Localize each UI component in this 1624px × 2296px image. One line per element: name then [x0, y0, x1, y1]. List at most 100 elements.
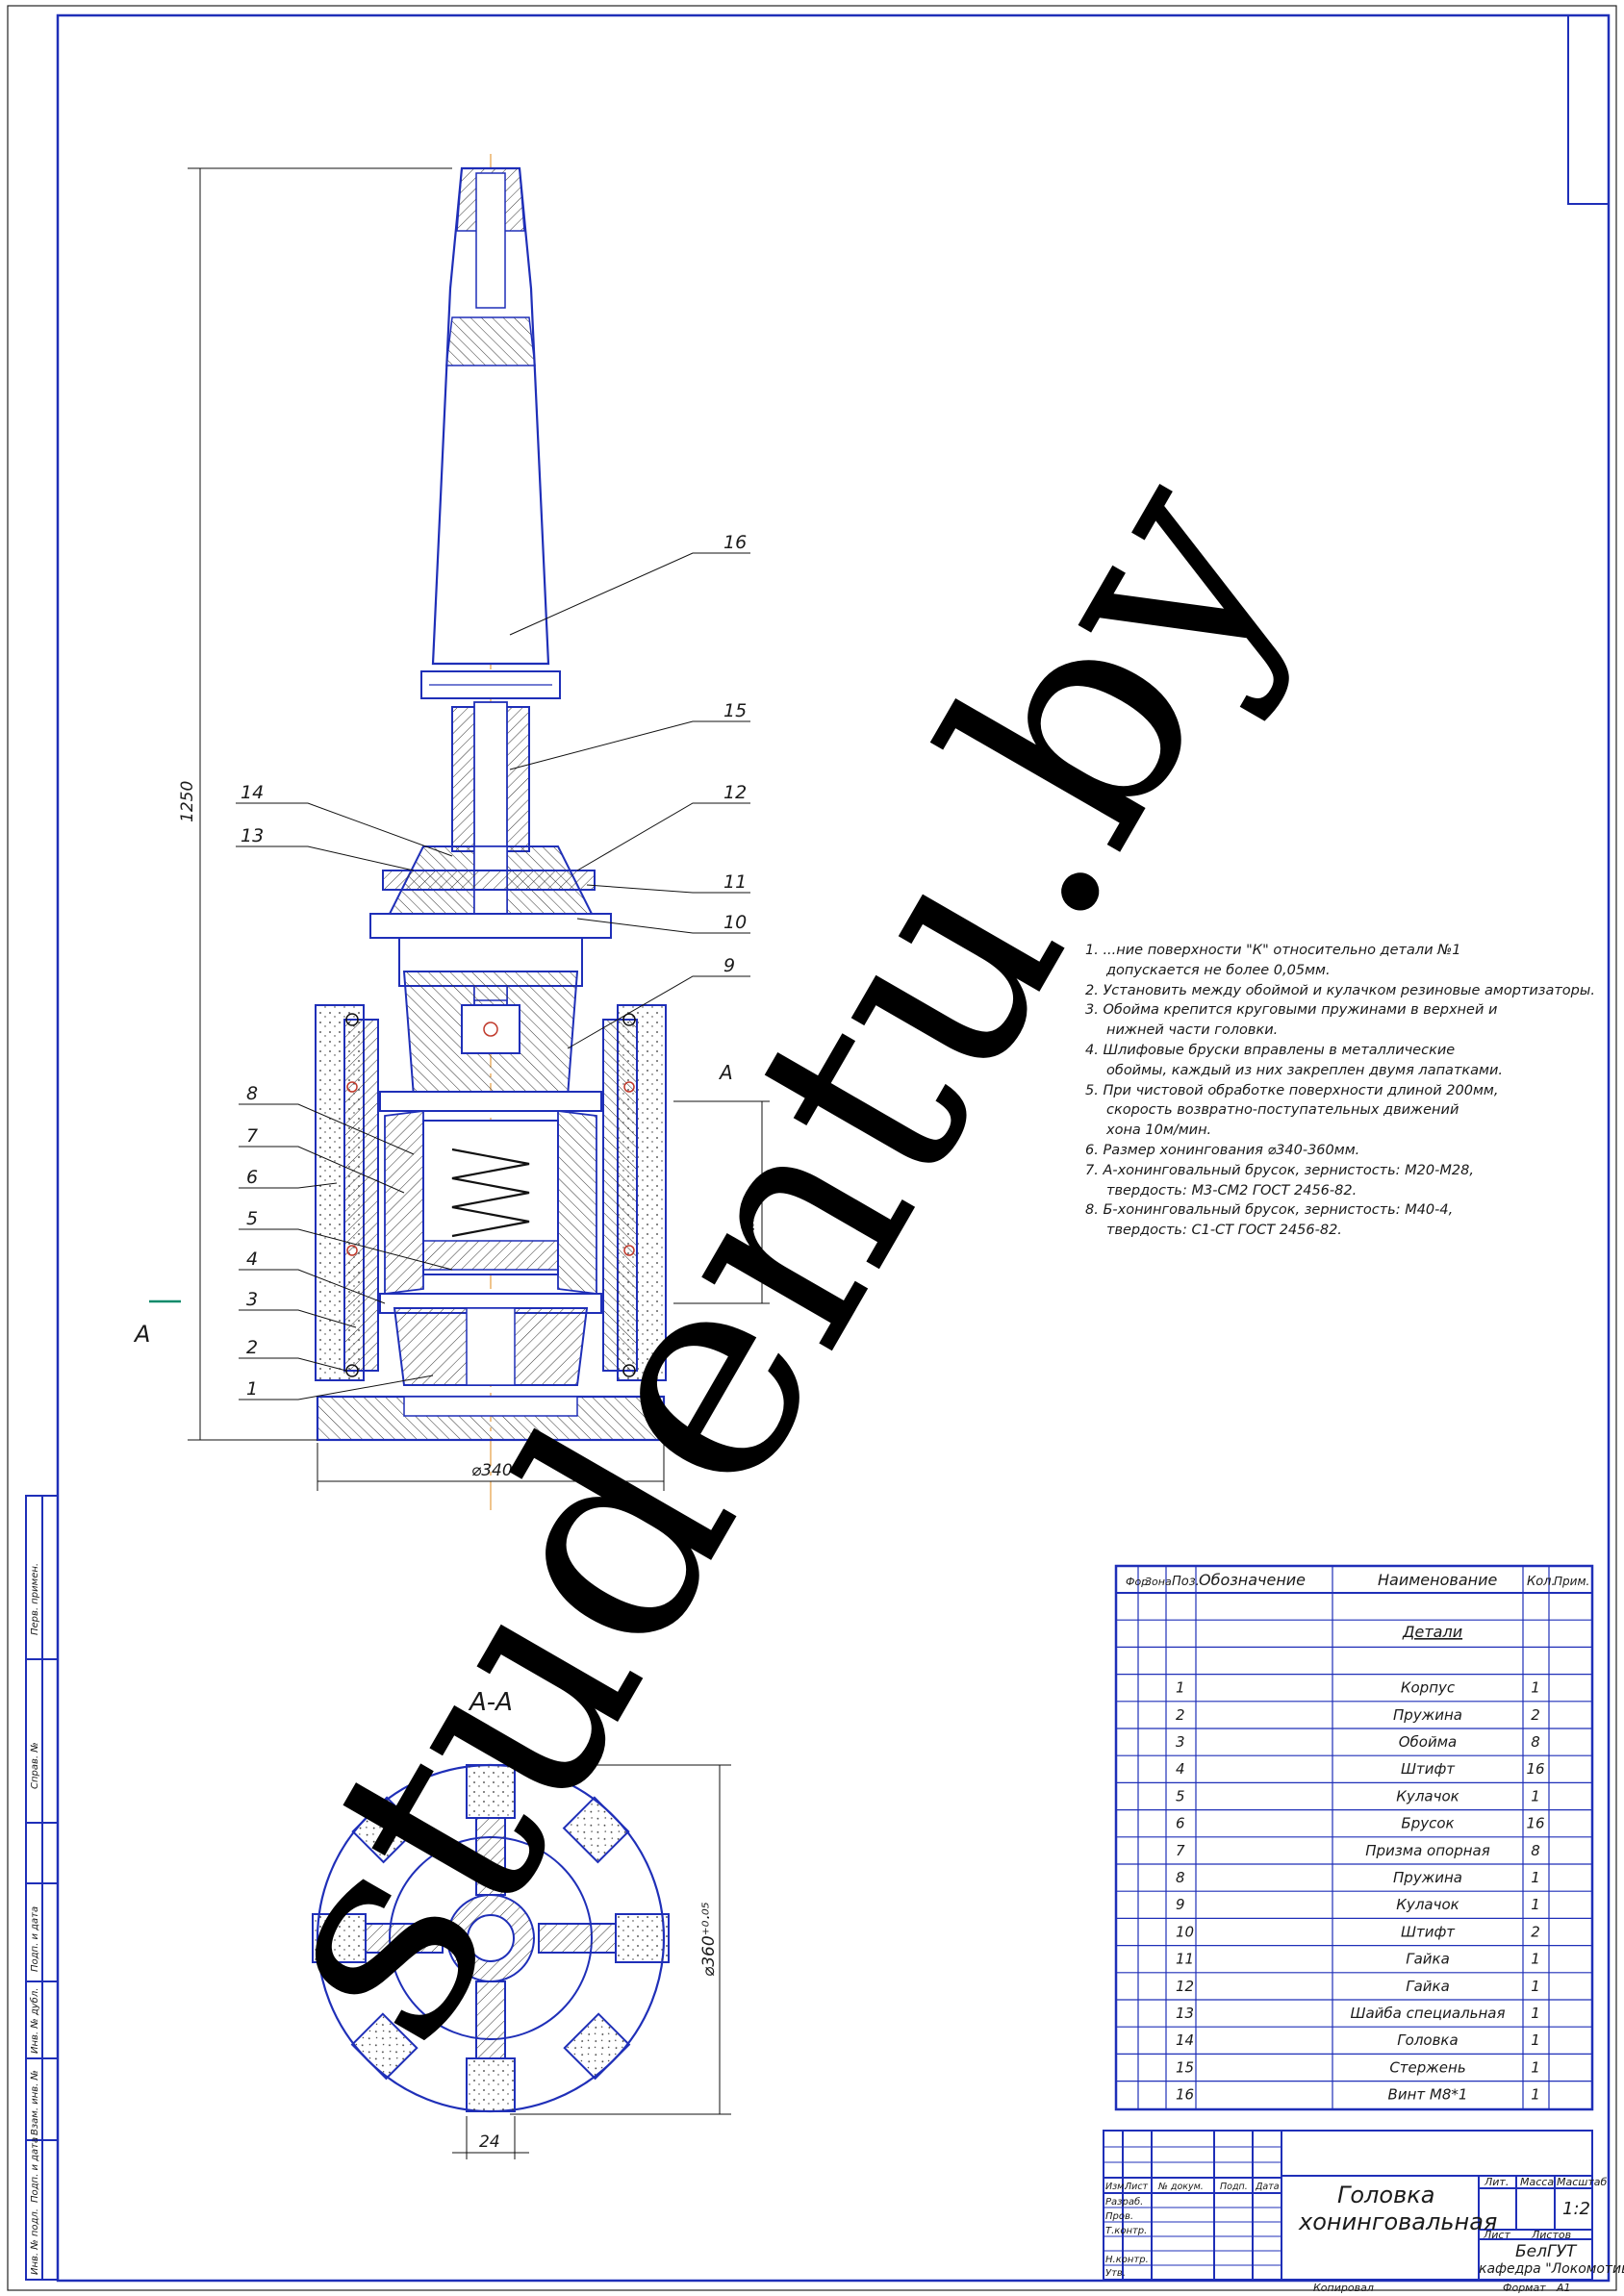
technical-notes: 1. ...ние поверхности "К" относительно д… — [1085, 941, 1595, 1241]
spec-header-name: Наименование — [1378, 1571, 1497, 1589]
spec-row-pos: 8 — [1176, 1869, 1185, 1886]
spec-row-qty: 1 — [1531, 1896, 1540, 1913]
section-mark-left: А — [133, 1321, 150, 1348]
spec-row-name: Штифт — [1401, 1760, 1456, 1778]
tb-list: Лист — [1124, 2182, 1149, 2192]
tb-org-line1: БелГУТ — [1515, 2242, 1578, 2261]
spec-row-qty: 1 — [1531, 1869, 1540, 1886]
spec-row-pos: 16 — [1176, 2086, 1194, 2104]
spec-row-name: Гайка — [1406, 1978, 1450, 1995]
spec-header-format: Фор. — [1126, 1576, 1152, 1588]
spec-row-qty: 2 — [1531, 1706, 1540, 1724]
nut-washer-assembly — [369, 870, 612, 987]
note-line-13: твердость: М3-СМ2 ГОСТ 2456-82. — [1106, 1182, 1358, 1198]
spec-row-pos: 2 — [1176, 1706, 1185, 1724]
side-stamp-column — [25, 1495, 59, 2281]
tb-format-value: А1 — [1556, 2282, 1571, 2294]
spec-row-qty: 8 — [1531, 1842, 1540, 1859]
side-stamp-1: Перв. примен. — [30, 1563, 40, 1635]
spec-row-qty: 1 — [1531, 2005, 1540, 2022]
note-line-8: 5. При чистовой обработке поверхности дл… — [1085, 1082, 1499, 1098]
spec-row-qty: 1 — [1531, 1787, 1540, 1804]
side-stamp-6: Подп. и дата — [30, 2137, 40, 2203]
spec-row-name: Призма опорная — [1365, 1842, 1490, 1859]
tb-masshtab: Масштаб — [1557, 2176, 1607, 2188]
tb-date: Дата — [1255, 2182, 1280, 2192]
callout-4: 4 — [246, 1249, 258, 1270]
tb-listov-label: Листов — [1531, 2229, 1571, 2241]
tb-org-line2: кафедра "Локомотивы" — [1479, 2261, 1624, 2277]
spec-header-qty: Кол. — [1527, 1575, 1556, 1589]
spec-header-pos: Поз. — [1172, 1575, 1200, 1589]
note-line-2: допускается не более 0,05мм. — [1106, 962, 1331, 978]
spec-header-zone: Зона — [1145, 1576, 1172, 1588]
spec-row-name: Стержень — [1389, 2058, 1465, 2076]
spec-row-pos: 12 — [1176, 1978, 1194, 1995]
tb-title-line1: Головка — [1337, 2182, 1434, 2208]
spec-row-pos: 4 — [1176, 1760, 1185, 1778]
side-stamp-2: Справ. № — [30, 1742, 40, 1789]
spec-row-pos: 6 — [1176, 1815, 1185, 1832]
tb-doc: № докум. — [1157, 2182, 1204, 2192]
top-right-stamp — [1567, 14, 1610, 205]
note-line-15: твердость: С1-СТ ГОСТ 2456-82. — [1106, 1223, 1342, 1239]
tb-tkontr: Т.контр. — [1105, 2226, 1147, 2236]
note-line-6: 4. Шлифовые бруски вправлены в металличе… — [1085, 1042, 1456, 1058]
hone-holder-right — [602, 1004, 667, 1381]
taper-shank — [420, 166, 561, 699]
spec-row-qty: 8 — [1531, 1733, 1540, 1751]
tb-utv: Утв. — [1105, 2268, 1126, 2279]
note-line-5: нижней части головки. — [1106, 1022, 1279, 1039]
dim-height: 1250 — [178, 781, 197, 822]
note-line-14: 8. Б-хонинговальный брусок, зернистость:… — [1085, 1202, 1454, 1219]
spec-row-qty: 2 — [1531, 1923, 1540, 1940]
tb-format-label: Формат — [1503, 2282, 1546, 2294]
spec-row-qty: 1 — [1531, 2086, 1540, 2104]
dim-width: 24 — [479, 2132, 500, 2152]
tb-kopiroval: Копировал — [1313, 2282, 1374, 2294]
dimensions — [188, 167, 770, 1491]
tb-massa: Масса — [1520, 2176, 1554, 2188]
callout-1: 1 — [246, 1378, 258, 1400]
section-a-a-view: А-А ⌀360⁺⁰·⁰⁵ 24 — [312, 1688, 731, 2159]
callout-10: 10 — [723, 912, 747, 933]
title-block — [1103, 2130, 1593, 2281]
spec-row-pos: 13 — [1176, 2005, 1194, 2022]
spec-row-name: Кулачок — [1396, 1896, 1459, 1913]
leader-lines — [236, 552, 750, 1400]
note-line-3: 2. Установить между обоймой и кулачком р… — [1085, 982, 1595, 998]
note-line-10: хона 10м/мин. — [1106, 1123, 1212, 1139]
note-line-9: скорость возвратно-поступательных движен… — [1106, 1102, 1459, 1119]
tb-izm: Изм. — [1105, 2182, 1127, 2192]
spec-header-designation: Обозначение — [1199, 1571, 1306, 1589]
section-mark-right-label: А — [718, 1061, 733, 1084]
spec-row-name: Обойма — [1399, 1733, 1458, 1751]
spec-row-qty: 16 — [1526, 1760, 1544, 1778]
dim-spacing: 190⁺⁰·⁰⁵ — [747, 1216, 762, 1270]
tb-sign: Подп. — [1220, 2182, 1248, 2192]
assembly-section-view: 1250 ⌀340 190⁺⁰·⁰⁵ А А К — [133, 154, 831, 1510]
side-stamp-3: Подп. и дата — [30, 1906, 40, 1972]
tb-lit: Лит. — [1484, 2176, 1509, 2188]
tb-prov: Пров. — [1105, 2211, 1133, 2222]
callout-5: 5 — [246, 1208, 258, 1229]
spec-row-name: Пружина — [1393, 1706, 1462, 1724]
spec-row-qty: 1 — [1531, 1978, 1540, 1995]
tb-list-label: Лист — [1483, 2229, 1510, 2241]
callout-6: 6 — [246, 1167, 258, 1188]
spec-row-qty: 1 — [1531, 1951, 1540, 1968]
spec-row-qty: 16 — [1526, 1815, 1544, 1832]
side-stamp-7: Инв. № подл. — [30, 2208, 40, 2275]
callout-14: 14 — [241, 782, 264, 803]
callout-9: 9 — [723, 955, 735, 976]
callout-15: 15 — [723, 700, 747, 721]
callout-2: 2 — [246, 1337, 258, 1358]
spec-header-note: Прим. — [1554, 1575, 1589, 1588]
spec-row-name: Головка — [1397, 2031, 1458, 2049]
spec-row-name: Брусок — [1401, 1815, 1454, 1832]
body — [316, 1307, 666, 1442]
tb-nkontr: Н.контр. — [1105, 2255, 1149, 2265]
spec-row-pos: 1 — [1176, 1679, 1185, 1697]
spec-row-name: Кулачок — [1396, 1787, 1459, 1804]
